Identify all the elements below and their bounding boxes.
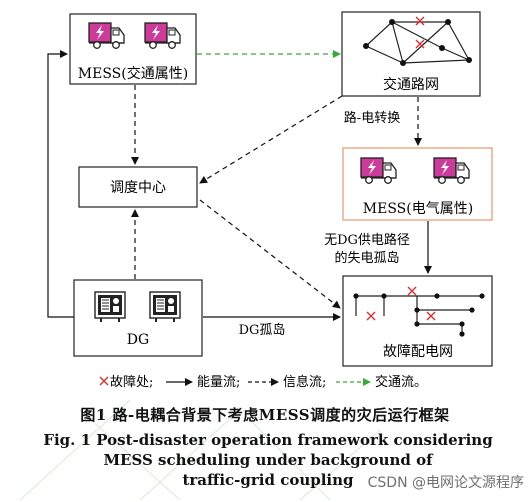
road-network-nodes [363, 19, 472, 66]
mess-electric-label: MESS(电气属性) [363, 201, 473, 217]
fault-grid-node: 故障配电网 [342, 275, 493, 367]
fault-mark-icon [99, 376, 109, 386]
road-network-node: 交通路网 [341, 11, 481, 97]
watermark-text: CSDN @电网论文源程序 [367, 475, 524, 491]
dispatch-center-node: 调度中心 [78, 166, 198, 208]
info-flow-arrow [199, 95, 343, 184]
background-watermark-lines [19, 399, 381, 501]
figure-caption-en: Fig. 1 Post-disaster operation framework… [18, 430, 518, 490]
legend-energy-label: 能量流; [197, 375, 240, 390]
info-flow-arrow [199, 199, 341, 309]
road-network-box [341, 11, 481, 97]
fault-grid-label: 故障配电网 [383, 344, 453, 360]
legend: 故障处; 能量流; 信息流; 交通流。 [99, 374, 427, 390]
road-network-graph [365, 21, 470, 64]
dg-node: DG [73, 279, 203, 357]
generator-icon [149, 291, 181, 323]
generator-icon [94, 291, 126, 323]
dispatch-center-label: 调度中心 [110, 180, 166, 196]
no-dg-island-label-1: 无DG供电路径 [324, 232, 410, 248]
road-grid-conversion-label: 路-电转换 [344, 110, 400, 126]
figure-caption-en-line3: traffic-grid coupling [182, 471, 354, 489]
fault-grid-nodes [353, 293, 485, 337]
mess-traffic-node: MESS(交通属性) [69, 13, 197, 85]
dg-island-label: DG孤岛 [239, 322, 286, 338]
energy-flow-arrow [47, 50, 74, 318]
road-network-label: 交通路网 [383, 76, 439, 93]
mess-electric-node: MESS(电气属性) [342, 147, 493, 221]
dispatch-center-box [78, 166, 198, 208]
no-dg-island-label-2: 的失电孤岛 [334, 250, 399, 266]
legend-traffic-label: 交通流。 [375, 374, 427, 390]
legend-info-label: 信息流; [283, 374, 326, 390]
fault-grid-lines [355, 295, 482, 334]
figure-caption-cn: 图1 路-电耦合背景下考虑MESS调度的灾后运行框架 [80, 406, 450, 424]
figure-caption-en-line2: MESS scheduling under background of [103, 451, 433, 469]
mess-traffic-label: MESS(交通属性) [78, 65, 188, 82]
figure-caption-en-line1: Fig. 1 Post-disaster operation framework… [43, 431, 493, 449]
dg-label: DG [127, 332, 149, 348]
legend-fault-label: 故障处; [110, 375, 153, 390]
